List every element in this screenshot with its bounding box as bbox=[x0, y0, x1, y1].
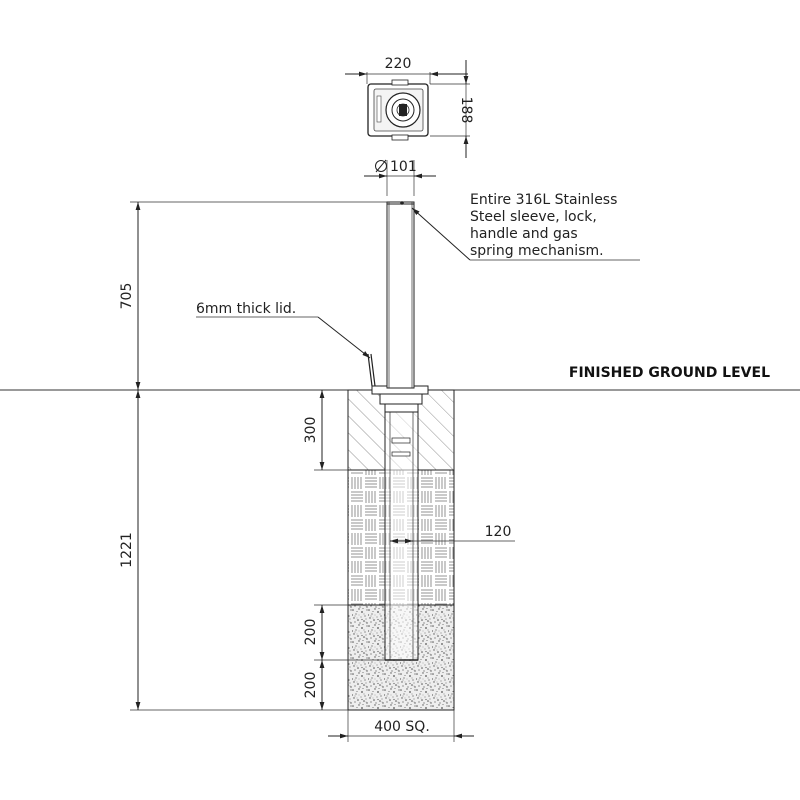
depth-below-ground-dimension: 1221 bbox=[119, 390, 348, 711]
inner-dimension: 120 bbox=[390, 524, 515, 544]
material-note-line3: handle and gas bbox=[470, 226, 578, 242]
height-above-ground-label: 705 bbox=[119, 283, 135, 310]
material-note-line4: spring mechanism. bbox=[470, 243, 604, 259]
diameter-label: 101 bbox=[390, 159, 417, 175]
lid-note: 6mm thick lid. bbox=[196, 301, 296, 317]
footing bbox=[347, 385, 455, 711]
diameter-symbol-icon bbox=[375, 159, 387, 173]
material-callout: Entire 316L Stainless Steel sleeve, lock… bbox=[411, 192, 640, 261]
bollard-post bbox=[367, 201, 415, 389]
plan-width-label: 220 bbox=[385, 56, 412, 72]
plan-depth-label: 188 bbox=[458, 97, 474, 124]
height-above-ground-dimension: 705 bbox=[119, 201, 387, 390]
plan-view: 220 188 bbox=[345, 56, 474, 158]
material-note-line2: Steel sleeve, lock, bbox=[470, 209, 597, 225]
footing-width-label: 400 SQ. bbox=[374, 719, 430, 735]
diameter-dimension: 101 bbox=[364, 159, 436, 196]
ground-level-label: FINISHED GROUND LEVEL bbox=[569, 365, 770, 381]
inner-dim-label: 120 bbox=[485, 524, 512, 540]
depth-below-ground-label: 1221 bbox=[119, 532, 135, 568]
layer-depth-a-label: 200 bbox=[303, 619, 319, 646]
layer-top-depth-label: 300 bbox=[303, 417, 319, 444]
layer-dimensions: 300 200 200 bbox=[303, 390, 385, 710]
lid bbox=[367, 353, 373, 387]
material-note-line1: Entire 316L Stainless bbox=[470, 192, 617, 208]
lid-callout: 6mm thick lid. bbox=[196, 301, 371, 359]
layer-depth-b-label: 200 bbox=[303, 672, 319, 699]
footing-width-dimension: 400 SQ. bbox=[328, 710, 474, 742]
